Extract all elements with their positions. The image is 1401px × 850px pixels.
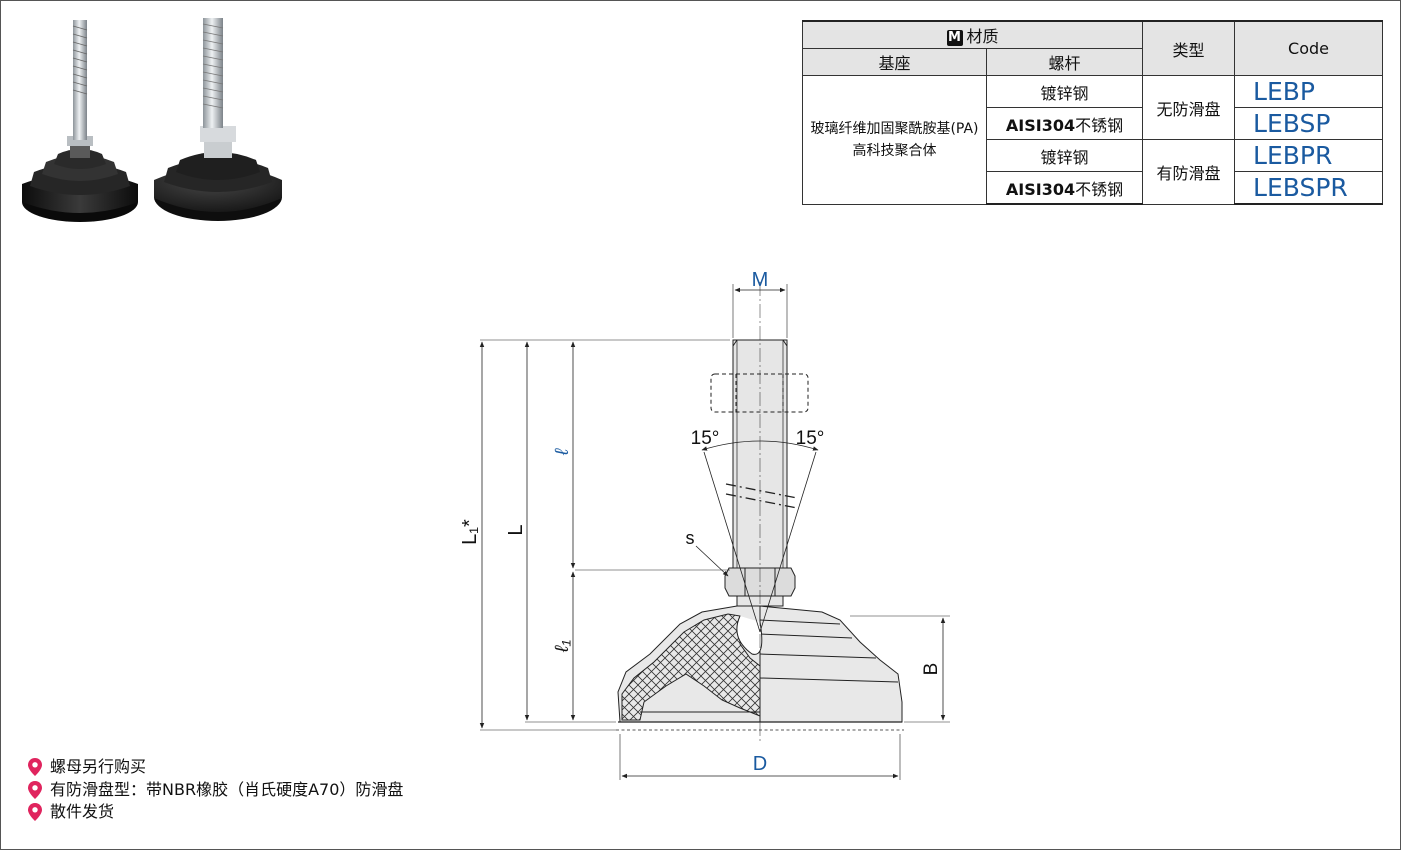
label-l: ℓ: [552, 448, 573, 456]
note-item: 有防滑盘型：带NBR橡胶（肖氏硬度A70）防滑盘: [26, 779, 403, 802]
screw-cell: AISI304不锈钢: [985, 171, 1144, 205]
note-item: 螺母另行购买: [26, 756, 403, 779]
notes-list: 螺母另行购买 有防滑盘型：带NBR橡胶（肖氏硬度A70）防滑盘 散件发货: [26, 756, 403, 824]
code-cell[interactable]: LEBPR: [1234, 139, 1384, 172]
optional-nut-outline: [710, 373, 809, 413]
map-pin-icon: [28, 780, 42, 799]
tilt-line-right: [759, 451, 817, 633]
label-L: L: [505, 524, 527, 535]
code-cell[interactable]: LEBSPR: [1234, 171, 1384, 205]
type-cell-with-pad: 有防滑盘: [1142, 139, 1236, 205]
label-l1: ℓ₁: [552, 640, 573, 653]
screw-cell: 镀锌钢: [985, 139, 1144, 172]
technical-drawing: M L₁* L ℓ ℓ₁ s B D 15° 15°: [459, 269, 950, 780]
label-M: M: [752, 269, 769, 291]
label-s: s: [686, 528, 695, 548]
type-cell-no-pad: 无防滑盘: [1142, 75, 1236, 140]
product-photos: [22, 18, 282, 222]
screw-cell: 镀锌钢: [985, 75, 1144, 108]
label-B: B: [921, 663, 942, 676]
photo-leveling-foot-without-pad: [22, 20, 138, 222]
code-cell[interactable]: LEBP: [1234, 75, 1384, 108]
label-D: D: [753, 753, 767, 775]
screw-header: 螺杆: [985, 48, 1144, 76]
photo-leveling-foot-with-pad: [154, 18, 282, 221]
map-pin-icon: [28, 758, 42, 777]
label-angle-right: 15°: [796, 428, 825, 449]
material-badge-icon: M: [946, 30, 963, 46]
label-angle-left: 15°: [691, 428, 720, 449]
tilt-line-left: [703, 451, 761, 633]
label-L1star: L₁*: [459, 519, 481, 545]
leader-s: [695, 545, 729, 577]
type-header: 类型: [1142, 20, 1236, 76]
screw-cell: AISI304不锈钢: [985, 107, 1144, 140]
base-header: 基座: [802, 48, 987, 76]
base-material-cell: 玻璃纤维加固聚酰胺基(PA) 高科技聚合体: [802, 75, 987, 205]
code-cell[interactable]: LEBSP: [1234, 107, 1384, 140]
map-pin-icon: [28, 803, 42, 822]
note-item: 散件发货: [26, 801, 403, 824]
code-header: Code: [1234, 20, 1384, 76]
